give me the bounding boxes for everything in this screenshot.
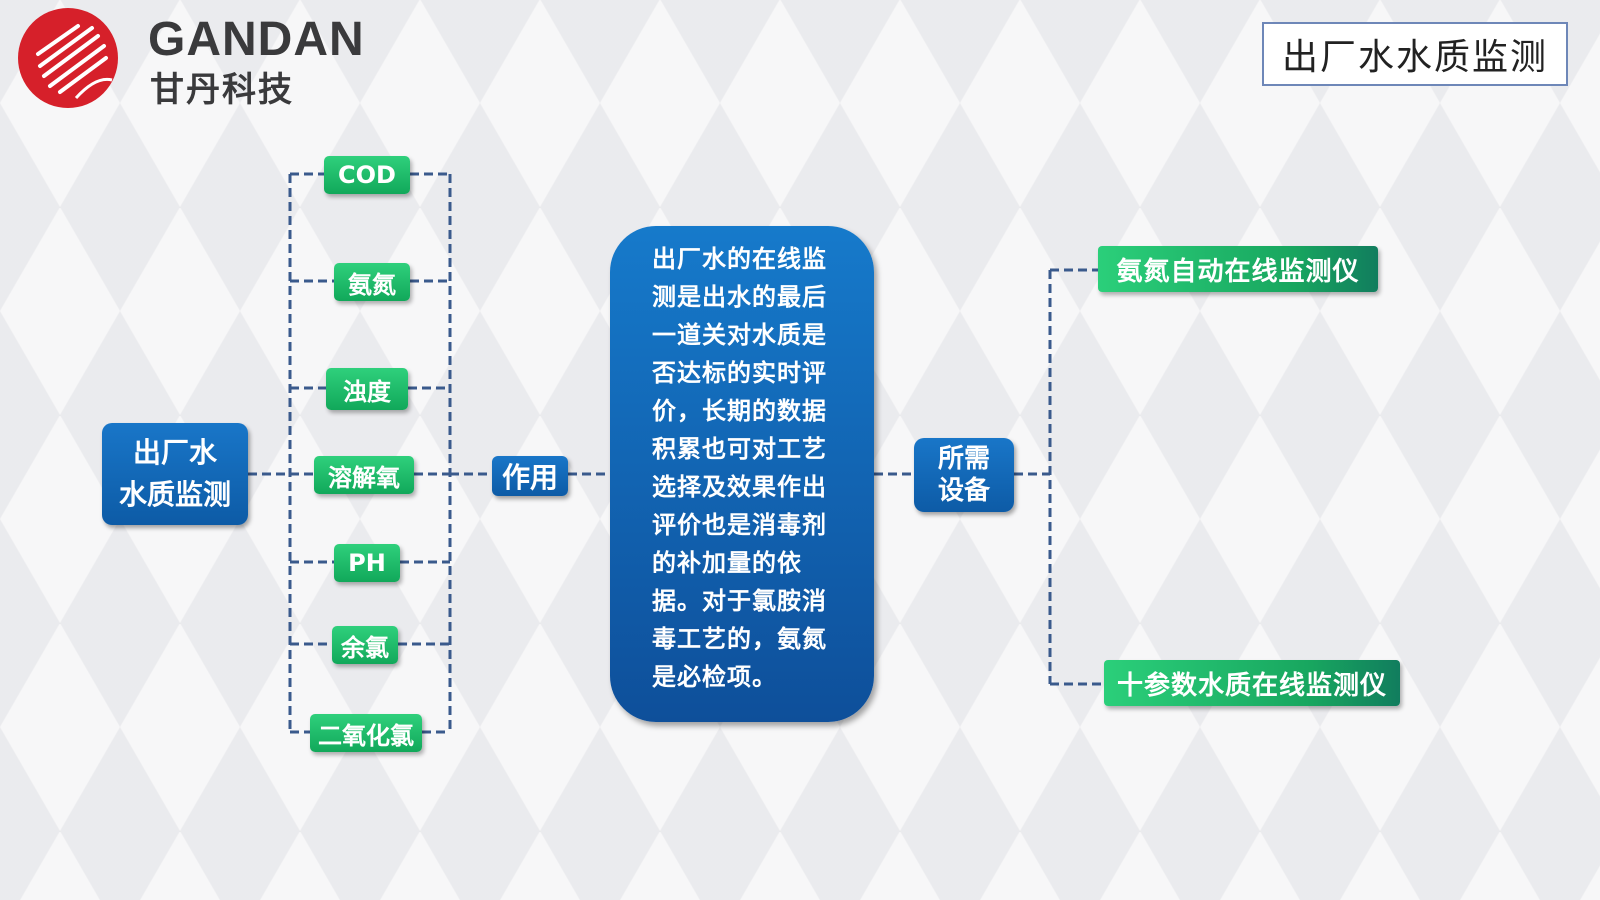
param-node-residual-chlorine: 余氯 <box>332 626 398 664</box>
equipment-node-line2: 设备 <box>937 476 990 506</box>
param-node-turbidity: 浊度 <box>326 368 408 410</box>
slide-title: 出厂水水质监测 <box>1262 22 1568 86</box>
param-node-dissolved-oxygen: 溶解氧 <box>314 456 414 494</box>
param-node-cod: COD <box>324 156 410 194</box>
equipment-node: 所需 设备 <box>914 438 1014 512</box>
gandan-logo-icon <box>18 8 118 108</box>
param-node-chlorine-dioxide: 二氧化氯 <box>310 714 422 752</box>
brand-name-en: GANDAN <box>148 13 365 66</box>
role-node: 作用 <box>492 456 568 496</box>
param-node-ammonia: 氨氮 <box>334 263 410 301</box>
param-node-ph: PH <box>334 544 400 582</box>
equipment-item-ammonia-analyzer: 氨氮自动在线监测仪 <box>1098 246 1378 292</box>
equipment-node-line1: 所需 <box>937 444 990 474</box>
description-box: 出厂水的在线监测是出水的最后一道关对水质是否达标的实时评价，长期的数据积累也可对… <box>610 226 874 722</box>
equipment-item-ten-parameter-analyzer: 十参数水质在线监测仪 <box>1104 660 1400 706</box>
root-node-line1: 出厂水 <box>132 436 217 469</box>
brand-name-cn: 甘丹科技 <box>150 70 294 110</box>
root-node: 出厂水 水质监测 <box>102 423 248 525</box>
root-node-line2: 水质监测 <box>118 478 231 511</box>
